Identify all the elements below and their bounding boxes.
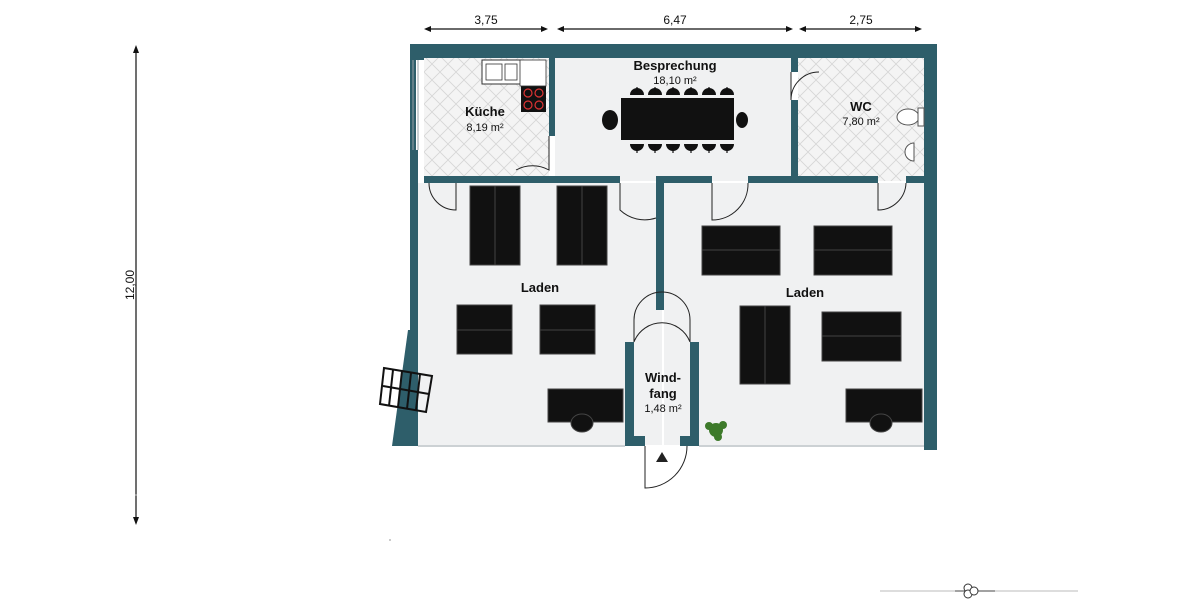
windows xyxy=(412,60,924,447)
room-name-laden-right: Laden xyxy=(786,285,824,300)
room-name-kueche: Küche xyxy=(465,104,505,119)
meeting-table xyxy=(602,87,748,153)
room-area-wc: 7,80 m² xyxy=(842,116,880,128)
room-name-laden-left: Laden xyxy=(521,280,559,295)
walls xyxy=(392,44,937,450)
mark-dot xyxy=(135,494,137,496)
dimension-width-middle: 6,47 xyxy=(663,13,687,27)
dimension-width-left: 3,75 xyxy=(474,13,498,27)
room-area-kueche: 8,19 m² xyxy=(466,122,504,134)
dimension-lines xyxy=(133,26,922,525)
dimension-width-right: 2,75 xyxy=(849,13,873,27)
room-name-windfang-line1: Wind- xyxy=(645,370,681,385)
dimension-height: 12,00 xyxy=(123,270,137,300)
plant-icon xyxy=(705,421,727,441)
room-area-windfang: 1,48 m² xyxy=(644,403,682,415)
floorplanner-logo-icon xyxy=(880,583,1078,599)
wc-fixtures xyxy=(896,107,925,162)
room-name-wc: WC xyxy=(850,99,872,114)
room-name-windfang-line2: fang xyxy=(649,386,677,401)
desks-right xyxy=(701,225,923,433)
room-name-besprechung: Besprechung xyxy=(633,58,716,73)
entrance-arrow xyxy=(656,452,668,462)
stairs-icon xyxy=(378,366,434,414)
mark-dot xyxy=(389,539,391,541)
room-area-besprechung: 18,10 m² xyxy=(653,75,697,87)
kitchen-fixtures xyxy=(481,59,547,112)
desks-left xyxy=(456,185,624,433)
doors xyxy=(428,71,907,489)
